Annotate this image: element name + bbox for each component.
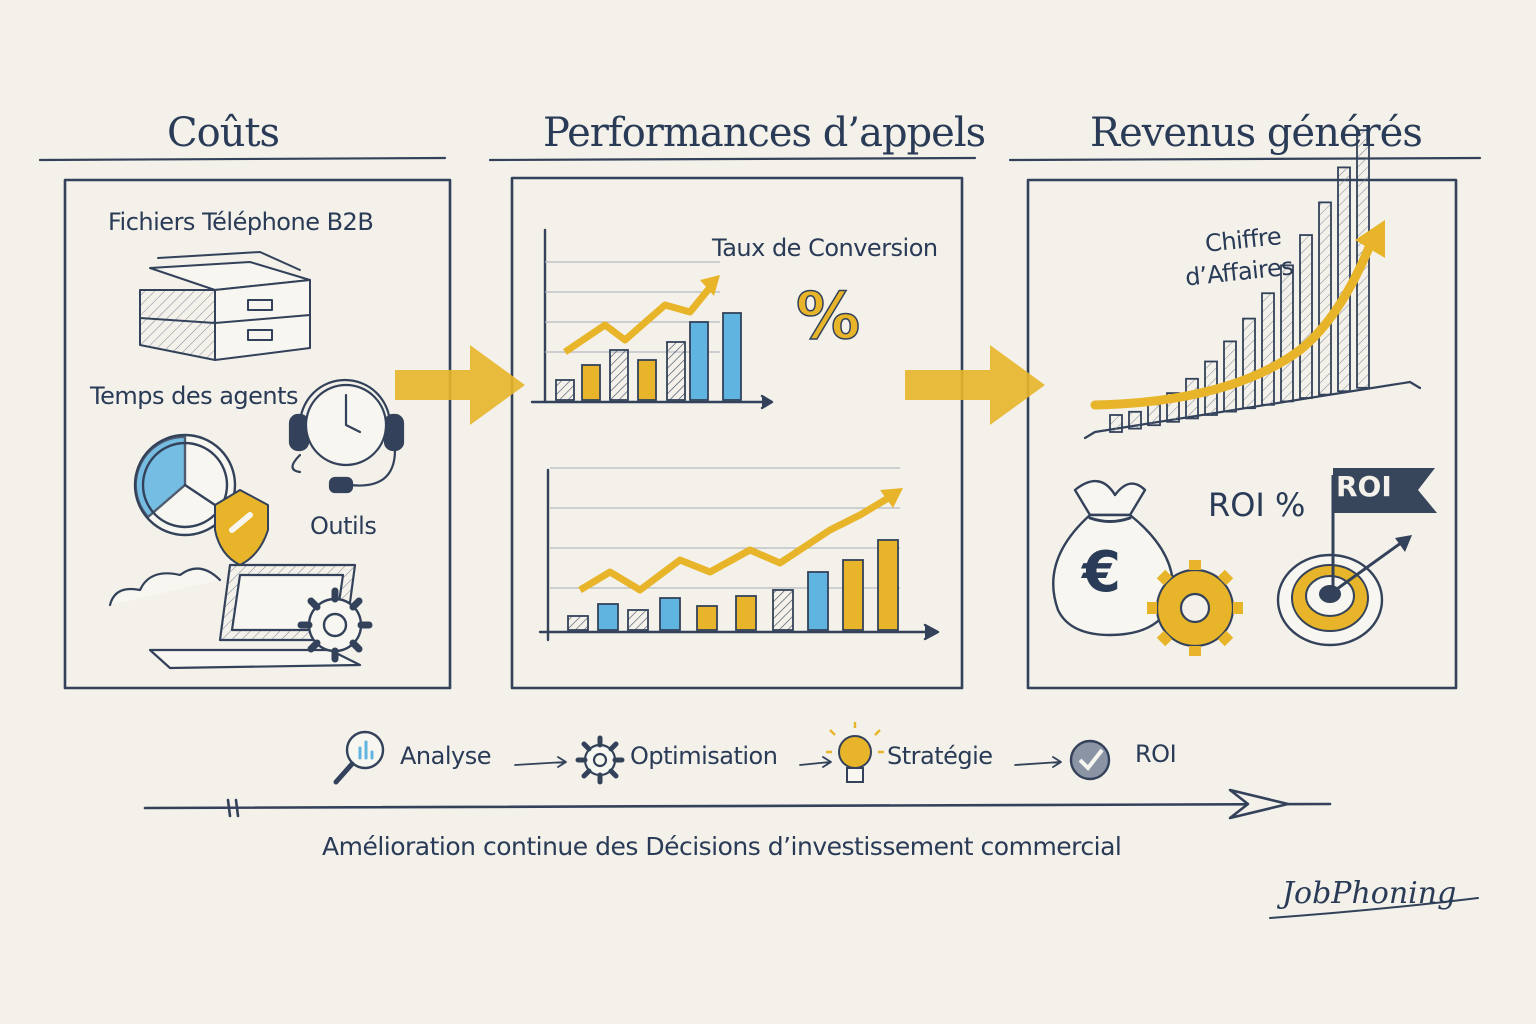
performance-chart-axes [538, 468, 940, 642]
revenue-bar [1337, 166, 1351, 393]
flow-arrow-2 [905, 345, 1045, 425]
performance-frame [510, 176, 964, 690]
performance-chart-gridlines [550, 467, 900, 589]
conversion-bar [637, 359, 657, 401]
process-connectors [514, 756, 1062, 768]
performance-bar [735, 595, 757, 631]
performance-trend-arrow [578, 488, 903, 594]
conversion-chart-bars [555, 312, 742, 401]
flow-arrow-1 [395, 345, 525, 425]
revenue-bar [1261, 292, 1275, 406]
brand-underline [1269, 897, 1479, 919]
target-icon [1276, 535, 1412, 647]
revenue-title: Revenus générés [1090, 110, 1423, 156]
conversion-bar [666, 341, 686, 401]
gear-icon-revenue [1147, 560, 1243, 656]
roi-flag-label: ROI [1336, 470, 1392, 503]
revenue-bar [1128, 410, 1142, 430]
conversion-chart-axes [530, 228, 774, 410]
lightbulb-icon [826, 722, 884, 783]
pie-clock-icon [133, 433, 237, 537]
process-step-roi: ROI [1135, 740, 1177, 768]
laptop-icon [108, 563, 362, 670]
revenue-frame [1026, 178, 1458, 690]
conversion-bar [722, 312, 742, 401]
gear-icon-process [575, 735, 625, 785]
euro-symbol: € [1082, 540, 1121, 605]
performance-bar [567, 615, 589, 631]
revenue-bar [1299, 234, 1313, 399]
roi-percent-label: ROI % [1208, 486, 1306, 524]
process-step-analyse: Analyse [400, 742, 491, 770]
percent-symbol: % [795, 279, 861, 355]
tools-label: Outils [310, 512, 377, 540]
title-underlines [38, 156, 1482, 162]
revenue-bar [1280, 264, 1294, 403]
costs-title: Coûts [167, 110, 280, 156]
performance-bar [807, 571, 829, 631]
checkmark-icon [1069, 739, 1111, 781]
process-step-strategie: Stratégie [887, 742, 993, 770]
process-step-optimisation: Optimisation [630, 742, 778, 770]
footer-caption: Amélioration continue des Décisions d’in… [322, 832, 1122, 861]
performance-bar [627, 609, 649, 631]
conversion-bar [609, 349, 629, 401]
performance-chart-bars [567, 539, 899, 631]
timeline-arrow [143, 788, 1332, 820]
brand-logo: JobPhoning [1282, 876, 1457, 911]
clock-headset-icon [288, 378, 405, 494]
money-bag-icon [1052, 480, 1175, 637]
performance-bar [597, 603, 619, 631]
revenue-bar [1318, 201, 1332, 396]
performance-bar [659, 597, 681, 631]
costs-frame [63, 178, 452, 690]
gear-icon-costs [297, 587, 373, 663]
revenue-growth-chart [1083, 129, 1422, 440]
conversion-bar [689, 321, 709, 401]
revenue-bar [1223, 340, 1237, 413]
performance-bar [772, 589, 794, 631]
performance-bar [696, 605, 718, 631]
magnifier-icon [333, 730, 385, 785]
conversion-trend-arrow [563, 275, 720, 355]
revenue-bar [1242, 317, 1256, 410]
conversion-rate-label: Taux de Conversion [712, 234, 938, 262]
file-cabinet-icon [139, 251, 311, 361]
revenue-bar [1147, 403, 1161, 427]
conversion-bar [581, 364, 601, 401]
performance-bar [877, 539, 899, 631]
revenue-bar [1109, 414, 1123, 433]
performance-bar [842, 559, 864, 631]
files-label: Fichiers Téléphone B2B [108, 208, 374, 236]
shield-icon [214, 489, 269, 566]
roi-flag-icon [1331, 468, 1437, 594]
conversion-bar [555, 379, 575, 401]
performance-title: Performances d’appels [543, 110, 986, 156]
agents-time-label: Temps des agents [90, 382, 299, 410]
